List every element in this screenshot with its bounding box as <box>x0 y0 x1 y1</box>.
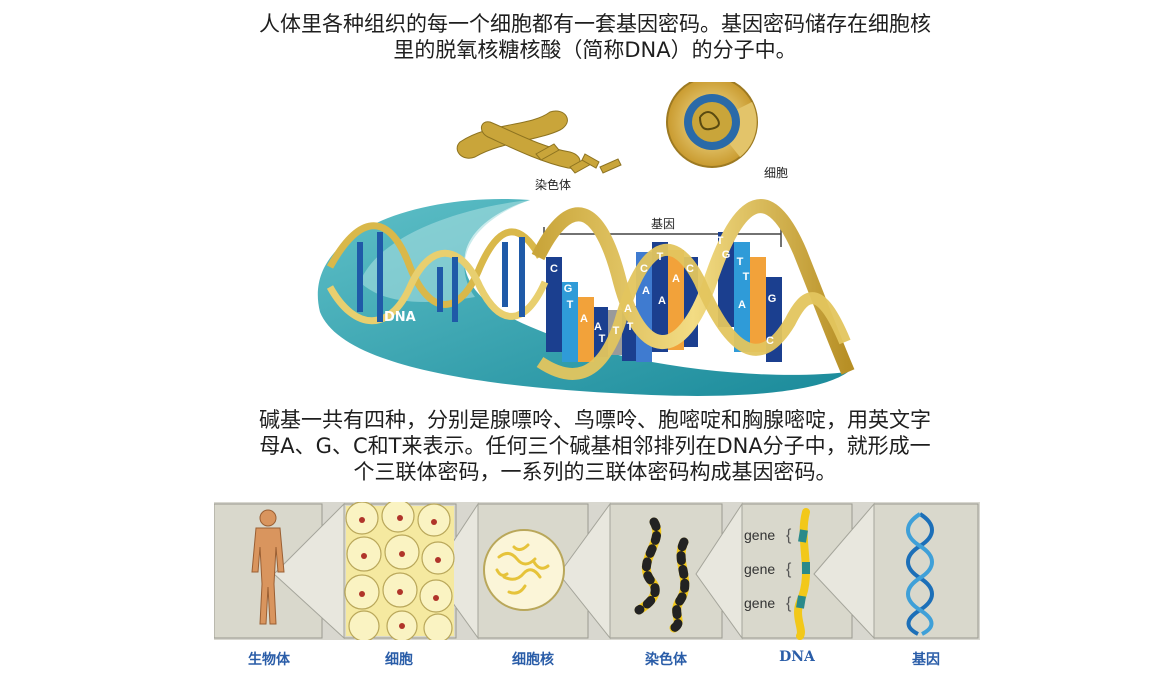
base-letter: C <box>686 263 694 275</box>
stage-label-gene: 基因 <box>912 652 940 668</box>
helix-back-rungs <box>357 232 525 322</box>
helix-strand-1 <box>531 199 855 375</box>
dna-helix-drawing: C G T A A T T C A A T T A A C T G T T A … <box>317 76 855 396</box>
stage-labels: 生物体 细胞 细胞核 染色体 DNA 基因 <box>214 649 980 671</box>
base-letter: C <box>640 263 648 275</box>
stage-label-cell: 细胞 <box>385 652 413 668</box>
double-helix <box>906 512 934 636</box>
base-letter: A <box>658 295 666 307</box>
svg-text:{: { <box>786 561 792 578</box>
stage-label-organism: 生物体 <box>248 652 290 668</box>
chromosomes <box>456 110 622 174</box>
stage-label-nucleus: 细胞核 <box>512 652 554 668</box>
base-letters: C G T A A T T C A A T T A A C T G T T A … <box>550 235 776 347</box>
base-letter: A <box>738 299 746 311</box>
stage-label-chromosome: 染色体 <box>645 652 687 668</box>
chromosome-label: 染色体 <box>535 178 572 192</box>
zoom-sequence-drawing: gene gene gene { { { <box>213 499 980 643</box>
gene-label: 基因 <box>651 217 676 231</box>
base-letter: T <box>627 321 634 333</box>
intro-paragraph: 人体里各种组织的每一个细胞都有一套基因密码。基因密码储存在细胞核 里的脱氧核糖核… <box>200 11 990 63</box>
organism-to-gene-strip: gene gene gene { { { <box>213 499 980 643</box>
bases-line-1: 碱基一共有四种，分别是腺嘌呤、鸟嘌呤、胞嘧啶和胸腺嘧啶，用英文字 <box>259 408 931 432</box>
dna-label: DNA <box>384 310 416 325</box>
base-letter: G <box>564 283 573 295</box>
base-letter: G <box>722 249 731 261</box>
bases-paragraph: 碱基一共有四种，分别是腺嘌呤、鸟嘌呤、胞嘧啶和胸腺嘧啶，用英文字 母A、G、C和… <box>200 407 990 485</box>
base-letter: T <box>743 271 750 283</box>
gene-tag: gene <box>744 595 775 611</box>
base-letter: A <box>624 303 632 315</box>
base-letter: G <box>768 293 777 305</box>
base-letter: A <box>642 285 650 297</box>
base-letter: A <box>580 313 588 325</box>
gene-tag: gene <box>744 527 775 543</box>
svg-text:{: { <box>786 595 792 612</box>
base-letter: T <box>599 333 606 345</box>
bases-line-2: 母A、G、C和T来表示。任何三个碱基相邻排列在DNA分子中，就形成一 <box>259 434 931 458</box>
base-letter: T <box>657 251 664 263</box>
cell-tissue <box>344 499 455 643</box>
base-letter: C <box>550 263 558 275</box>
bases-line-3: 个三联体密码，一系列的三联体密码构成基因密码。 <box>353 460 837 484</box>
dna-illustration: C G T A A T T C A A T T A A C T G T T A … <box>300 76 880 398</box>
base-letter: C <box>766 335 774 347</box>
base-letter: A <box>594 321 602 333</box>
chromosome-pair <box>634 517 690 633</box>
cell-cutaway <box>666 76 758 168</box>
base-letter: T <box>737 256 744 268</box>
cell-label: 细胞 <box>764 166 789 180</box>
human-figure <box>251 509 285 625</box>
intro-line-1: 人体里各种组织的每一个细胞都有一套基因密码。基因密码储存在细胞核 <box>259 12 931 36</box>
stage-label-dna: DNA <box>779 649 815 665</box>
svg-text:{: { <box>786 527 792 544</box>
helix-strand-2 <box>536 243 851 380</box>
base-letter: T <box>717 235 724 247</box>
base-letter: A <box>672 273 680 285</box>
dna-gene-strand: gene gene gene { { { <box>744 508 810 640</box>
gene-tag: gene <box>744 561 775 577</box>
base-letter: T <box>613 325 620 337</box>
intro-line-2: 里的脱氧核糖核酸（简称DNA）的分子中。 <box>393 38 797 62</box>
nucleus <box>483 529 565 611</box>
base-letter: T <box>567 299 574 311</box>
